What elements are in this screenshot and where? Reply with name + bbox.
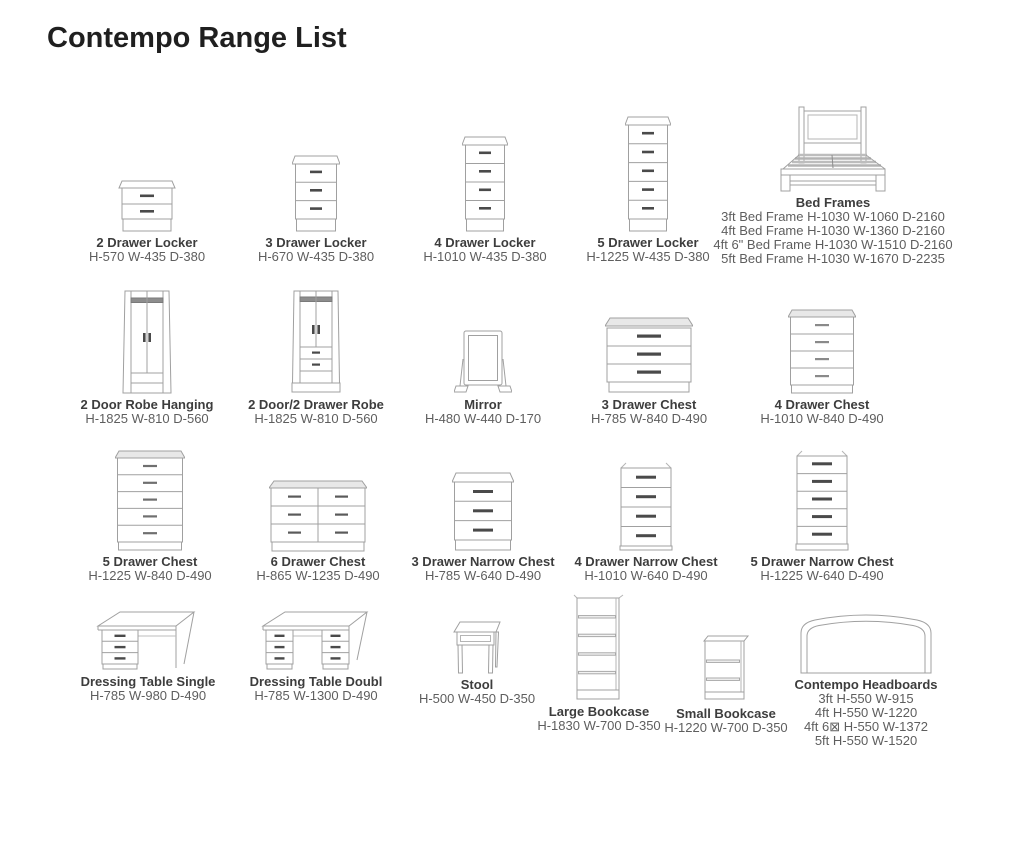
item-dimensions: H-785 W-840 D-490: [590, 411, 708, 426]
item-name: Bed Frames: [795, 195, 871, 210]
item-4-drawer-narrow-chest: 4 Drawer Narrow Chest H-1010 W-640 D-490: [556, 462, 736, 583]
item-dimensions: H-1825 W-810 D-560: [85, 411, 209, 426]
item-3-drawer-narrow-chest: 3 Drawer Narrow Chest H-785 W-640 D-490: [393, 472, 573, 583]
item-dimensions: 4ft 6" Bed Frame H-1030 W-1510 D-2160: [713, 237, 953, 252]
item-name: Large Bookcase: [548, 704, 650, 719]
item-contempo-headboards: Contempo Headboards 3ft H-550 W-915 4ft …: [766, 609, 966, 748]
item-dimensions: H-1825 W-810 D-560: [254, 411, 378, 426]
item-3-drawer-chest: 3 Drawer Chest H-785 W-840 D-490: [569, 317, 729, 426]
item-5-drawer-locker: 5 Drawer Locker H-1225 W-435 D-380: [568, 116, 728, 264]
item-name: 5 Drawer Narrow Chest: [750, 554, 894, 569]
small-bookcase-image: [701, 632, 751, 704]
item-name: 3 Drawer Narrow Chest: [411, 554, 555, 569]
large-bookcase-image: [573, 594, 625, 702]
4-drawer-chest-image: [788, 309, 856, 395]
item-dimensions: H-1010 W-640 D-490: [584, 568, 708, 583]
item-name: 2 Door Robe Hanging: [80, 397, 214, 412]
item-name: 3 Drawer Chest: [601, 397, 697, 412]
robe-drawer-image: [291, 289, 341, 395]
item-name: 6 Drawer Chest: [270, 554, 366, 569]
item-2-drawer-locker: 2 Drawer Locker H-570 W-435 D-380: [67, 180, 227, 264]
item-name: 2 Drawer Locker: [96, 235, 198, 250]
item-mirror: Mirror H-480 W-440 D-170: [403, 329, 563, 426]
item-name: Dressing Table Doubl: [249, 674, 383, 689]
item-dimensions: H-500 W-450 D-350: [418, 691, 536, 706]
item-4-drawer-locker: 4 Drawer Locker H-1010 W-435 D-380: [405, 136, 565, 264]
item-3-drawer-locker: 3 Drawer Locker H-670 W-435 D-380: [236, 155, 396, 264]
item-name: 4 Drawer Locker: [434, 235, 536, 250]
bed-frame-image: [773, 105, 893, 193]
3-drawer-locker-image: [292, 155, 340, 233]
3-drawer-narrow-chest-image: [452, 472, 514, 552]
4-drawer-locker-image: [462, 136, 508, 233]
item-dimensions: H-1225 W-640 D-490: [760, 568, 884, 583]
item-dimensions: H-670 W-435 D-380: [257, 249, 375, 264]
item-name: 5 Drawer Locker: [597, 235, 699, 250]
item-name: Dressing Table Single: [80, 674, 216, 689]
item-name: Small Bookcase: [676, 706, 776, 721]
item-dimensions: H-1010 W-435 D-380: [423, 249, 547, 264]
item-dimensions: H-785 W-640 D-490: [424, 568, 542, 583]
item-dimensions: 4ft Bed Frame H-1030 W-1360 D-2160: [721, 223, 945, 238]
item-5-drawer-narrow-chest: 5 Drawer Narrow Chest H-1225 W-640 D-490: [732, 450, 912, 583]
stool-image: [451, 617, 503, 675]
item-dressing-table-double: Dressing Table Doubl H-785 W-1300 D-490: [221, 610, 411, 703]
5-drawer-locker-image: [625, 116, 671, 233]
item-name: 3 Drawer Locker: [265, 235, 367, 250]
item-dimensions: H-1830 W-700 D-350: [537, 718, 661, 733]
item-name: Stool: [460, 677, 494, 692]
headboard-image: [796, 609, 936, 675]
item-name: 2 Door/2 Drawer Robe: [248, 397, 384, 412]
item-large-bookcase: Large Bookcase H-1830 W-700 D-350: [524, 594, 674, 733]
item-dimensions: H-570 W-435 D-380: [88, 249, 206, 264]
item-name: 4 Drawer Narrow Chest: [574, 554, 718, 569]
item-dimensions: H-1010 W-840 D-490: [760, 411, 884, 426]
6-drawer-chest-image: [269, 480, 367, 552]
item-name: Mirror: [464, 397, 502, 412]
item-dimensions: H-1225 W-435 D-380: [586, 249, 710, 264]
item-name: 5 Drawer Chest: [102, 554, 198, 569]
item-2-door-robe-hanging: 2 Door Robe Hanging H-1825 W-810 D-560: [62, 289, 232, 426]
item-name: 4 Drawer Chest: [774, 397, 870, 412]
item-6-drawer-chest: 6 Drawer Chest H-865 W-1235 D-490: [233, 480, 403, 583]
item-dimensions: 3ft H-550 W-915: [818, 691, 914, 706]
item-bed-frames: Bed Frames 3ft Bed Frame H-1030 W-1060 D…: [713, 105, 953, 266]
item-dimensions: H-1220 W-700 D-350: [664, 720, 788, 735]
mirror-image: [454, 329, 512, 395]
4-drawer-narrow-chest-image: [618, 462, 674, 552]
item-dimensions: 5ft Bed Frame H-1030 W-1670 D-2235: [721, 251, 945, 266]
item-name: Contempo Headboards: [794, 677, 938, 692]
2-drawer-locker-image: [118, 180, 176, 233]
item-5-drawer-chest: 5 Drawer Chest H-1225 W-840 D-490: [70, 450, 230, 583]
robe-hanging-image: [122, 289, 172, 395]
5-drawer-chest-image: [115, 450, 185, 552]
item-dimensions: H-785 W-1300 D-490: [254, 688, 378, 703]
item-dimensions: H-865 W-1235 D-490: [256, 568, 380, 583]
item-dimensions: 4ft 6⊠ H-550 W-1372: [803, 719, 929, 734]
item-dimensions: H-480 W-440 D-170: [424, 411, 542, 426]
item-small-bookcase: Small Bookcase H-1220 W-700 D-350: [651, 632, 801, 735]
5-drawer-narrow-chest-image: [794, 450, 850, 552]
item-dimensions: 5ft H-550 W-1520: [814, 733, 918, 748]
item-dimensions: H-1225 W-840 D-490: [88, 568, 212, 583]
dressing-table-double-image: [261, 610, 371, 672]
page-title: Contempo Range List: [47, 22, 347, 54]
item-dimensions: H-785 W-980 D-490: [89, 688, 207, 703]
item-dimensions: 3ft Bed Frame H-1030 W-1060 D-2160: [721, 209, 945, 224]
item-dimensions: 4ft H-550 W-1220: [814, 705, 918, 720]
item-stool: Stool H-500 W-450 D-350: [407, 617, 547, 706]
dressing-table-single-image: [96, 610, 200, 672]
3-drawer-chest-image: [605, 317, 693, 395]
item-dressing-table-single: Dressing Table Single H-785 W-980 D-490: [58, 610, 238, 703]
item-2-door-2-drawer-robe: 2 Door/2 Drawer Robe H-1825 W-810 D-560: [231, 289, 401, 426]
item-4-drawer-chest: 4 Drawer Chest H-1010 W-840 D-490: [742, 309, 902, 426]
